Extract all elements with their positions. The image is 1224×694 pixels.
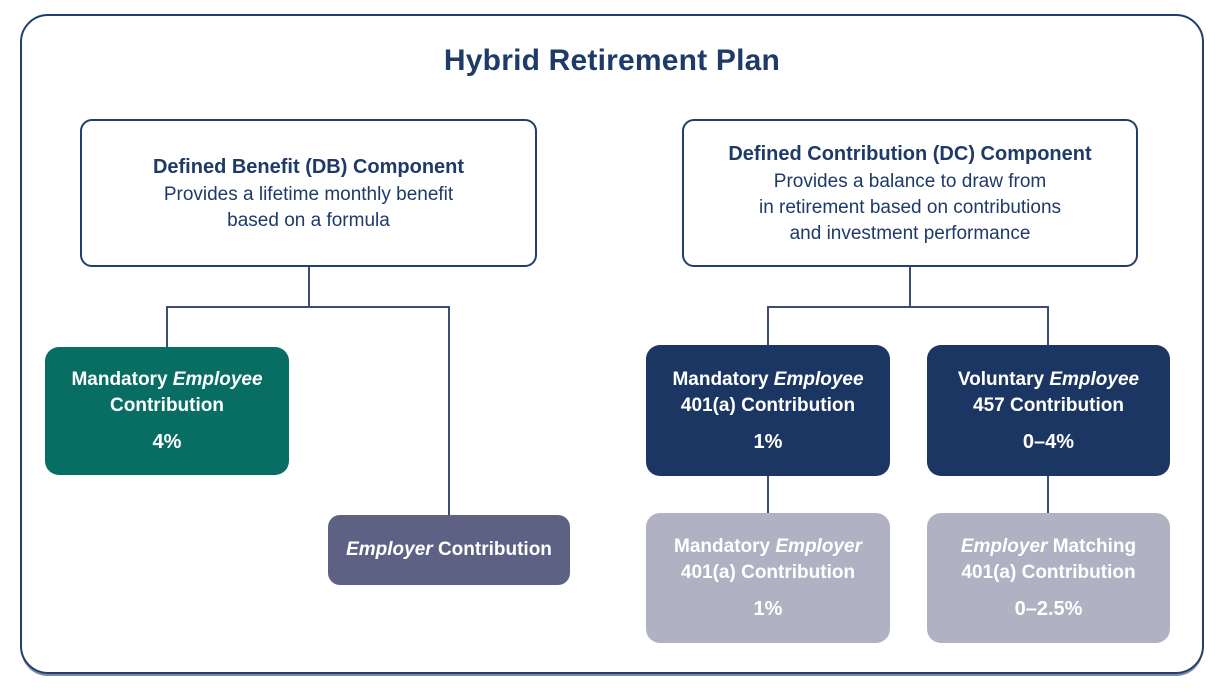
connector-dc-horizontal — [767, 306, 1049, 308]
connector-db-to-employer-box — [448, 306, 450, 517]
dc-component-desc-line3: and investment performance — [789, 222, 1031, 244]
connector-db-to-employee-box — [166, 306, 168, 349]
box-label-line1: Employer Contribution — [346, 537, 552, 563]
contribution-rate: 0–4% — [1022, 430, 1075, 453]
db-component-desc-line2: based on a formula — [227, 209, 390, 231]
diagram-title: Hybrid Retirement Plan — [443, 44, 781, 77]
db-employer-contribution-box: Employer Contribution — [328, 515, 570, 585]
contribution-rate: 0–2.5% — [1014, 598, 1083, 620]
label-italic-text: Employee — [773, 368, 864, 390]
db-component-box: Defined Benefit (DB) Component Provides … — [80, 119, 537, 267]
label-text: Mandatory — [672, 368, 774, 390]
label-italic-text: Employee — [172, 369, 263, 390]
label-italic-text: Employer — [775, 536, 862, 557]
box-label-line1: Mandatory Employee — [71, 367, 262, 393]
contribution-rate: 1% — [753, 598, 783, 620]
label-text: Mandatory — [71, 369, 173, 390]
connector-457-to-matching-box — [1047, 476, 1049, 514]
dc-component-heading: Defined Contribution (DC) Component — [728, 142, 1092, 165]
dc-employer-matching-401a-box: Employer Matching 401(a) Contribution 0–… — [927, 513, 1170, 643]
dc-voluntary-employee-457-box: Voluntary Employee 457 Contribution 0–4% — [927, 345, 1170, 476]
db-component-desc-line1: Provides a lifetime monthly benefit — [163, 183, 454, 205]
label-text: Matching — [1047, 536, 1137, 557]
connector-dc-stem — [909, 267, 911, 307]
dc-mandatory-employer-401a-box: Mandatory Employer 401(a) Contribution 1… — [646, 513, 890, 643]
box-label-line2: 401(a) Contribution — [680, 562, 856, 583]
dc-component-box: Defined Contribution (DC) Component Prov… — [682, 119, 1138, 267]
connector-db-horizontal — [166, 306, 450, 308]
contribution-rate: 1% — [753, 430, 783, 453]
diagram-border-frame — [20, 14, 1204, 674]
box-label-line1: Voluntary Employee — [958, 367, 1139, 393]
connector-dc-to-401a-employee-box — [767, 306, 769, 347]
label-italic-text: Employee — [1049, 368, 1140, 390]
db-mandatory-employee-contribution-box: Mandatory Employee Contribution 4% — [45, 347, 289, 475]
dc-component-desc-line2: in retirement based on contributions — [758, 196, 1062, 218]
box-label-line1: Mandatory Employer — [674, 534, 862, 560]
label-text: Mandatory — [674, 536, 776, 557]
label-italic-text: Employer — [960, 536, 1048, 557]
connector-db-stem — [308, 267, 310, 307]
box-label-line1: Employer Matching — [961, 534, 1136, 560]
dc-component-desc-line1: Provides a balance to draw from — [773, 170, 1047, 192]
dc-mandatory-employee-401a-box: Mandatory Employee 401(a) Contribution 1… — [646, 345, 890, 476]
box-label-line2: 457 Contribution — [973, 394, 1124, 416]
box-label-line2: 401(a) Contribution — [961, 562, 1136, 583]
connector-dc-to-457-employee-box — [1047, 306, 1049, 347]
box-label-line2: 401(a) Contribution — [680, 394, 856, 416]
label-text: Contribution — [432, 539, 552, 560]
label-italic-text: Employer — [346, 539, 433, 560]
box-label-line2: Contribution — [110, 395, 224, 416]
db-component-heading: Defined Benefit (DB) Component — [152, 155, 465, 178]
label-text: Voluntary — [957, 368, 1050, 390]
contribution-rate: 4% — [152, 431, 182, 453]
box-label-line1: Mandatory Employee — [672, 367, 863, 393]
connector-401a-employee-to-employer-box — [767, 476, 769, 514]
